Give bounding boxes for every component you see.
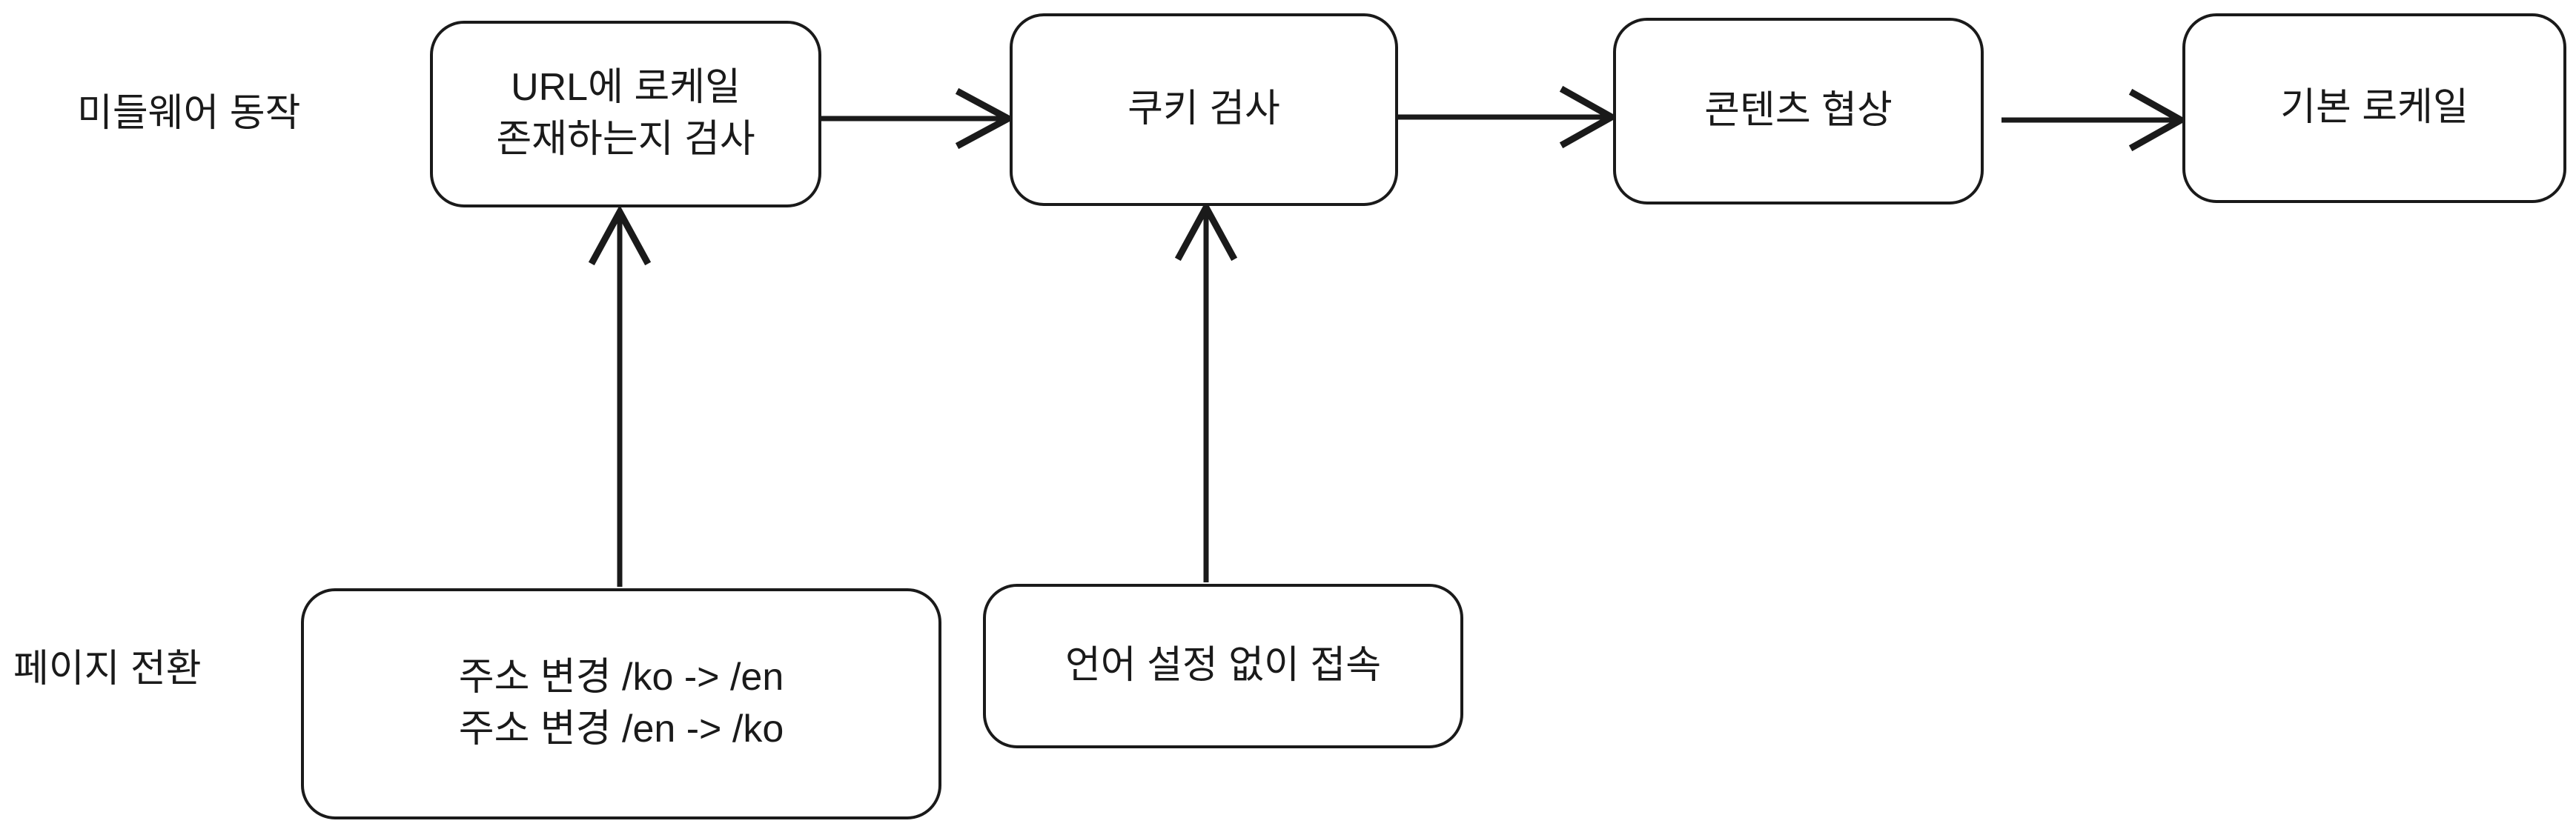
node-label-line: 기본 로케일 bbox=[2280, 86, 2469, 130]
row-label-page-transition: 페이지 전환 bbox=[13, 648, 202, 691]
edge-cookie-to-content bbox=[1398, 85, 1619, 149]
edge-url-to-cookie bbox=[821, 87, 1016, 150]
row-label-middleware: 미들웨어 동작 bbox=[77, 92, 301, 135]
node-label-line: 존재하는지 검사 bbox=[496, 118, 755, 161]
edge-nolang-to-cookie bbox=[1174, 200, 1238, 582]
node-url-locale-check[interactable]: URL에 로케일 존재하는지 검사 bbox=[430, 21, 821, 207]
node-cookie-check[interactable]: 쿠키 검사 bbox=[1010, 13, 1398, 206]
node-label-line: 쿠키 검사 bbox=[1128, 87, 1280, 131]
node-label-line: 콘텐츠 협상 bbox=[1704, 89, 1893, 133]
node-address-change[interactable]: 주소 변경 /ko -> /en 주소 변경 /en -> /ko bbox=[301, 588, 941, 819]
node-label-line: 언어 설정 없이 접속 bbox=[1064, 644, 1382, 688]
node-content-negotiation[interactable]: 콘텐츠 협상 bbox=[1613, 18, 1984, 204]
node-no-language-setting[interactable]: 언어 설정 없이 접속 bbox=[983, 584, 1463, 748]
node-default-locale[interactable]: 기본 로케일 bbox=[2182, 13, 2566, 203]
node-label-line: URL에 로케일 bbox=[511, 66, 741, 110]
node-label-line: 주소 변경 /en -> /ko bbox=[458, 708, 784, 751]
node-label-line: 주소 변경 /ko -> /en bbox=[458, 656, 784, 699]
edge-content-to-default bbox=[2001, 88, 2188, 152]
edge-address-to-url bbox=[588, 204, 652, 587]
